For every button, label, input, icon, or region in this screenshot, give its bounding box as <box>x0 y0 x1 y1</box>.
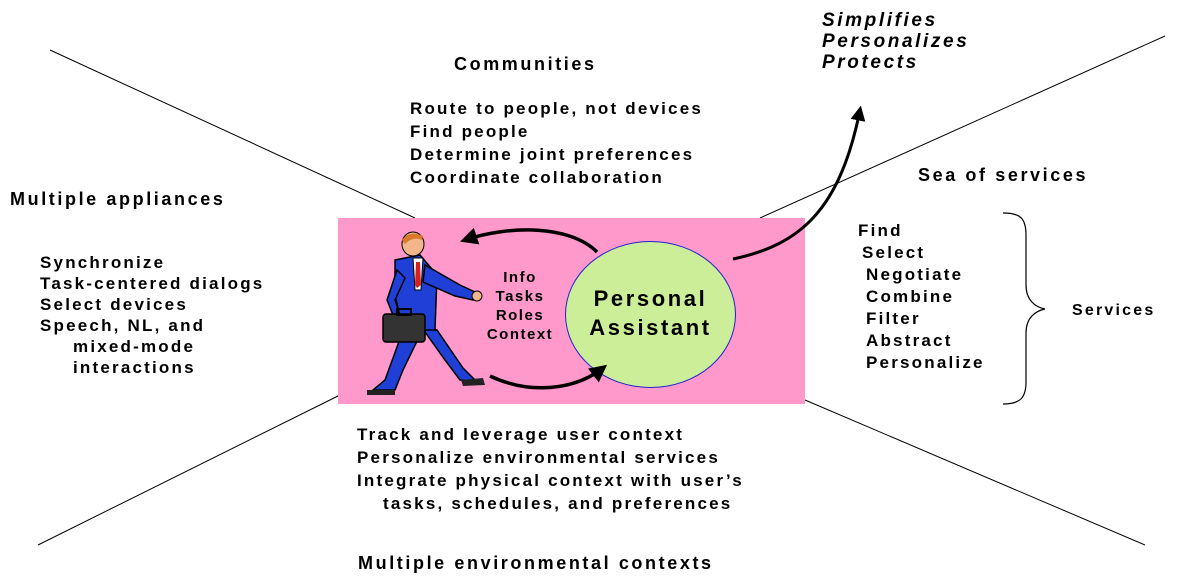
appliances-item: Speech, NL, and <box>40 316 206 335</box>
services-item: Negotiate <box>866 265 964 284</box>
value-statements: Simplifies Personalizes Protects <box>822 9 970 73</box>
personal-assistant-ellipse <box>565 241 736 388</box>
assistant-line: Personal <box>593 286 708 311</box>
services-list: Find Select Negotiate Combine Filter Abs… <box>858 220 985 374</box>
diagonal-top-left <box>49 49 416 219</box>
services-item: Filter <box>866 309 921 328</box>
person-labels: Info Tasks Roles Context <box>470 268 570 344</box>
environment-list: Track and leverage user context Personal… <box>357 423 744 515</box>
services-item: Select <box>862 243 926 262</box>
environment-heading: Multiple environmental contexts <box>358 553 714 573</box>
services-item: Abstract <box>866 331 953 350</box>
person-label: Info <box>503 269 537 286</box>
value-protects: Protects <box>822 52 919 73</box>
diagonal-bottom-right <box>804 399 1146 546</box>
environment-item: Personalize environmental services <box>357 448 720 467</box>
services-item: Find <box>858 221 903 240</box>
appliances-list: Synchronize Task-centered dialogs Select… <box>40 252 264 378</box>
personal-assistant-label: Personal Assistant <box>565 284 736 342</box>
services-heading: Sea of services <box>918 165 1089 185</box>
appliances-item: interactions <box>73 358 196 377</box>
services-item: Combine <box>866 287 955 306</box>
appliances-item: Synchronize <box>40 253 166 272</box>
person-label: Roles <box>495 307 545 324</box>
communities-heading: Communities <box>454 54 597 74</box>
communities-item: Find people <box>410 122 530 141</box>
value-simplifies: Simplifies <box>822 10 938 31</box>
environment-item: tasks, schedules, and preferences <box>383 494 733 513</box>
communities-list: Route to people, not devices Find people… <box>410 97 703 189</box>
environment-item: Track and leverage user context <box>357 425 685 444</box>
services-item: Personalize <box>866 353 985 372</box>
diagonal-bottom-left <box>37 394 341 546</box>
appliances-item: Select devices <box>40 295 188 314</box>
environment-item: Integrate physical context with user’s <box>357 471 744 490</box>
person-label: Tasks <box>495 288 545 305</box>
businessman-clipart <box>367 231 485 395</box>
services-brace-label: Services <box>1072 302 1156 319</box>
communities-item: Determine joint preferences <box>410 145 695 164</box>
communities-item: Route to people, not devices <box>410 99 704 118</box>
appliances-heading: Multiple appliances <box>10 189 226 209</box>
appliances-item: Task-centered dialogs <box>40 274 265 293</box>
assistant-line: Assistant <box>589 315 712 340</box>
person-label: Context <box>486 326 554 343</box>
communities-item: Coordinate collaboration <box>410 168 664 187</box>
value-personalizes: Personalizes <box>822 31 970 52</box>
appliances-item: mixed-mode <box>73 337 196 356</box>
